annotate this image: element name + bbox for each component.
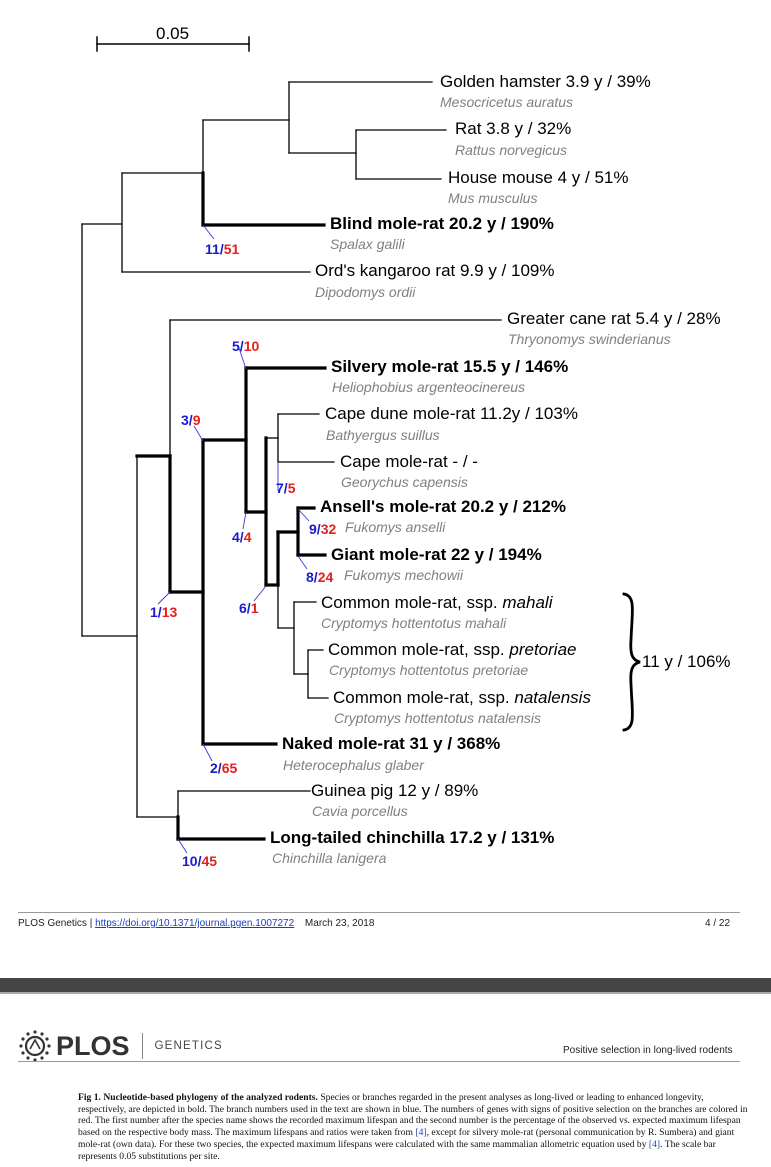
footer-rule (18, 912, 740, 913)
tip-label-common-mole-rat-pretoriae: Common mole-rat, ssp. pretoriae (328, 640, 577, 659)
species-guinea-pig: Cavia porcellus (312, 803, 408, 819)
tip-label-cape-mole-rat: Cape mole-rat - / - (340, 452, 478, 471)
reference-link[interactable]: [4] (648, 1138, 661, 1150)
plos-wordmark: PLOS (56, 1030, 130, 1061)
branch-number-11: 11/51 (205, 241, 240, 257)
branch-number-6: 6/1 (239, 600, 259, 616)
scale-bar-label: 0.05 (156, 24, 190, 43)
caption-title: Fig 1. Nucleotide-based phylogeny of the… (78, 1092, 318, 1103)
tip-label-house-mouse: House mouse 4 y / 51% (448, 168, 629, 187)
footer-journal: PLOS Genetics (18, 918, 87, 929)
branch-number-7: 7/5 (276, 480, 296, 496)
species-greater-cane-rat: Thryonomys swinderianus (508, 331, 671, 347)
reference-link[interactable]: [4] (415, 1127, 427, 1139)
tip-label-blind-mole-rat: Blind mole-rat 20.2 y / 190% (330, 214, 554, 233)
branch-number-8: 8/24 (306, 569, 334, 585)
branch-number-1: 1/13 (150, 604, 178, 620)
species-naked-mole-rat: Heterocephalus glaber (283, 757, 424, 773)
species-rat: Rattus norvegicus (455, 142, 568, 158)
species-cape-dune-mole-rat: Bathyergus suillus (326, 427, 440, 443)
running-title: Positive selection in long-lived rodents (563, 1045, 733, 1056)
species-giant-mole-rat: Fukomys mechowii (344, 567, 464, 583)
species-ansells-mole-rat: Fukomys anselli (345, 519, 446, 535)
bracket-label: 11 y / 106% (642, 652, 731, 671)
species-common-mole-rat-mahali: Cryptomys hottentotus mahali (321, 615, 507, 631)
branch-number-5: 5/10 (232, 338, 260, 354)
footer-date: March 23, 2018 (304, 918, 375, 929)
figure-caption: Fig 1. Nucleotide-based phylogeny of the… (78, 1092, 748, 1162)
species-silvery-mole-rat: Heliophobius argenteocinereus (332, 379, 526, 395)
tip-label-long-tailed-chinchilla: Long-tailed chinchilla 17.2 y / 131% (270, 828, 555, 847)
tip-label-guinea-pig: Guinea pig 12 y / 89% (311, 781, 479, 800)
page-separator (0, 978, 771, 992)
branch-number-4: 4/4 (232, 529, 252, 545)
tip-label-greater-cane-rat: Greater cane rat 5.4 y / 28% (507, 309, 721, 328)
tip-label-silvery-mole-rat: Silvery mole-rat 15.5 y / 146% (331, 357, 569, 376)
tip-label-common-mole-rat-natalensis: Common mole-rat, ssp. natalensis (333, 688, 591, 707)
species-common-mole-rat-pretoriae: Cryptomys hottentotus pretoriae (329, 662, 529, 678)
branch-number-10: 10/45 (182, 853, 218, 869)
tip-label-common-mole-rat-mahali: Common mole-rat, ssp. mahali (321, 593, 553, 612)
plos-logo-icon (19, 1030, 51, 1062)
species-golden-hamster: Mesocricetus auratus (440, 94, 574, 110)
tip-label-rat: Rat 3.8 y / 32% (455, 119, 572, 138)
plos-section-name: GENETICS (154, 1040, 223, 1052)
species-common-mole-rat-natalensis: Cryptomys hottentotus natalensis (334, 710, 541, 726)
tip-label-ansells-mole-rat: Ansell's mole-rat 20.2 y / 212% (320, 497, 566, 516)
tip-label-cape-dune-mole-rat: Cape dune mole-rat 11.2y / 103% (325, 404, 578, 423)
tip-label-naked-mole-rat: Naked mole-rat 31 y / 368% (282, 734, 501, 753)
page-footer: PLOS Genetics | https://doi.org/10.1371/… (18, 918, 375, 929)
species-house-mouse: Mus musculus (448, 190, 538, 206)
tip-label-golden-hamster: Golden hamster 3.9 y / 39% (440, 72, 651, 91)
phylogeny-tree (81, 36, 641, 854)
footer-page-number: 4 / 22 (705, 918, 731, 929)
tip-label-giant-mole-rat: Giant mole-rat 22 y / 194% (331, 545, 542, 564)
branch-number-3: 3/9 (181, 412, 201, 428)
branch-number-2: 2/65 (210, 760, 238, 776)
header-rule (18, 1061, 740, 1062)
species-cape-mole-rat: Georychus capensis (341, 474, 468, 490)
plos-logo[interactable]: PLOS GENETICS (18, 1029, 223, 1063)
species-ords-kangaroo-rat: Dipodomys ordii (315, 284, 416, 300)
footer-doi-link[interactable]: https://doi.org/10.1371/journal.pgen.100… (95, 918, 295, 929)
species-long-tailed-chinchilla: Chinchilla lanigera (272, 850, 387, 866)
species-blind-mole-rat: Spalax galili (330, 236, 405, 252)
tip-label-ords-kangaroo-rat: Ord's kangaroo rat 9.9 y / 109% (315, 261, 555, 280)
branch-number-9: 9/32 (309, 521, 337, 537)
